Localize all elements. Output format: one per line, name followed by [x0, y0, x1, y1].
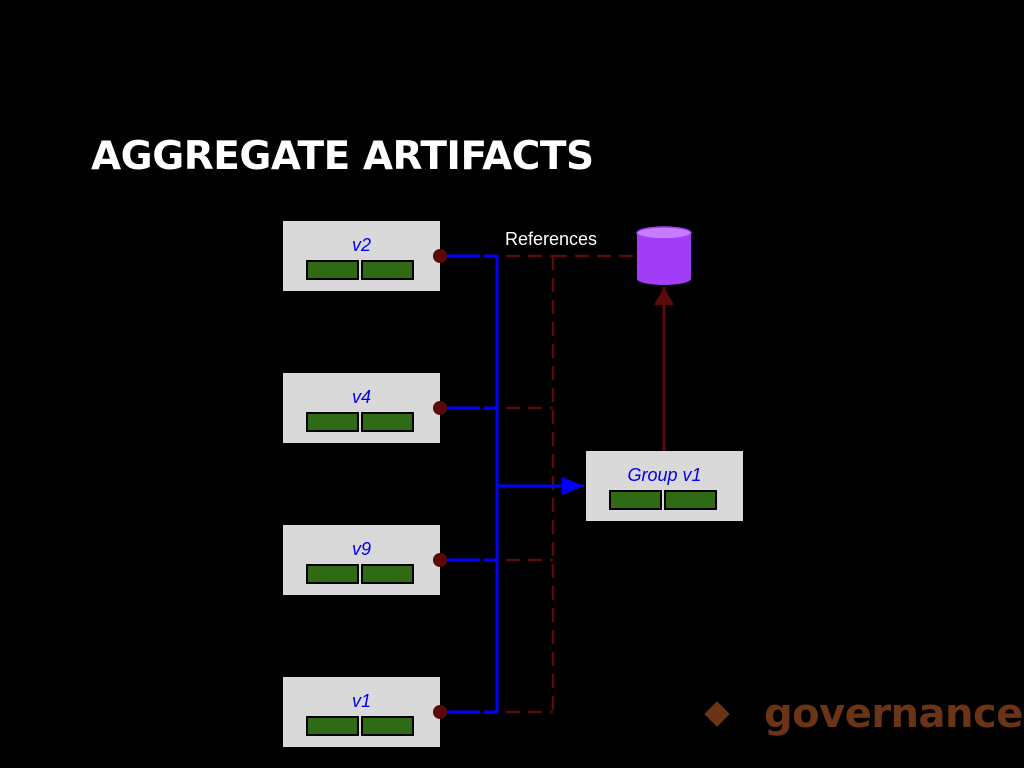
- node-port-v9: [433, 553, 447, 567]
- slide-title: AGGREGATE ARTIFACTS: [91, 134, 594, 179]
- node-slot-left: [306, 260, 359, 280]
- node-label: v1: [352, 691, 371, 711]
- node-slot-left: [306, 564, 359, 584]
- node-box: [586, 451, 743, 521]
- node-slot-right: [361, 260, 414, 280]
- footer-label: governance: [764, 691, 1023, 737]
- node-label: v4: [352, 387, 371, 407]
- references-label: References: [505, 229, 597, 249]
- node-box: [283, 525, 440, 595]
- node-port-v2: [433, 249, 447, 263]
- store-top: [636, 226, 692, 240]
- node-slot-right: [664, 490, 717, 510]
- footer: governance: [700, 688, 1023, 740]
- node-port-v1: [433, 705, 447, 719]
- store-body: [637, 233, 691, 285]
- node-label: v2: [352, 235, 371, 255]
- node-slot-right: [361, 412, 414, 432]
- version-node-v1: v1: [283, 677, 440, 747]
- node-slot-left: [306, 716, 359, 736]
- node-slot-right: [361, 564, 414, 584]
- node-label: Group v1: [627, 465, 701, 485]
- version-node-v4: v4: [283, 373, 440, 443]
- node-slot-right: [361, 716, 414, 736]
- version-node-v2: v2: [283, 221, 440, 291]
- node-box: [283, 221, 440, 291]
- database-cylinder-icon: [636, 226, 692, 285]
- node-box: [283, 677, 440, 747]
- node-slot-left: [306, 412, 359, 432]
- version-node-v9: v9: [283, 525, 440, 595]
- group-node: Group v1: [586, 451, 743, 521]
- node-box: [283, 373, 440, 443]
- node-slot-left: [609, 490, 662, 510]
- node-label: v9: [352, 539, 371, 559]
- node-port-v4: [433, 401, 447, 415]
- diamond-bullet-icon: [704, 701, 730, 727]
